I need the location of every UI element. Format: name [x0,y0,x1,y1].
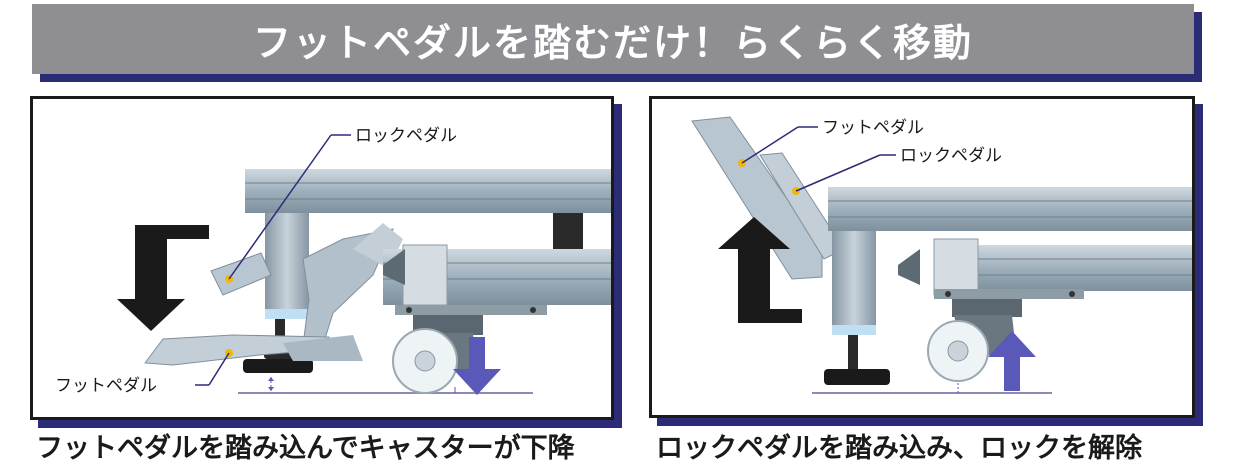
lower-frame-rail [952,245,1192,291]
upper-frame-rail [245,169,611,213]
lock-pedal-label: ロックペダル [900,146,1002,166]
right-caption: ロックペダルを踏み込み、ロックを解除 [656,433,1142,464]
up-arrow-icon [988,331,1036,391]
title-banner: フットペダルを踏むだけ！らくらく移動 [32,4,1194,74]
turn-up-arrow-icon [718,217,802,323]
turn-down-arrow-icon [117,225,209,331]
vertical-leg [265,213,309,309]
lock-pedal-label: ロックペダル [355,126,457,146]
leveling-foot [824,369,890,385]
left-caption: フットペダルを踏み込んでキャスターが下降 [36,433,575,464]
upper-frame-rail [828,187,1192,231]
foot-pedal-label: フットペダル [822,118,924,138]
right-panel: フットペダル ロックペダル [649,96,1195,418]
down-arrow-icon [453,337,501,395]
banner-title: フットペダルを踏むだけ！らくらく移動 [252,20,973,65]
foot-pedal-label: フットペダル [55,376,157,396]
left-panel: ロックペダル フットペダル [30,96,614,420]
right-illustration: フットペダル ロックペダル [691,116,1192,394]
lock-pedal [210,252,272,296]
vertical-leg [832,231,876,329]
left-illustration: ロックペダル フットペダル [55,126,611,396]
foot-pedal [691,116,823,280]
